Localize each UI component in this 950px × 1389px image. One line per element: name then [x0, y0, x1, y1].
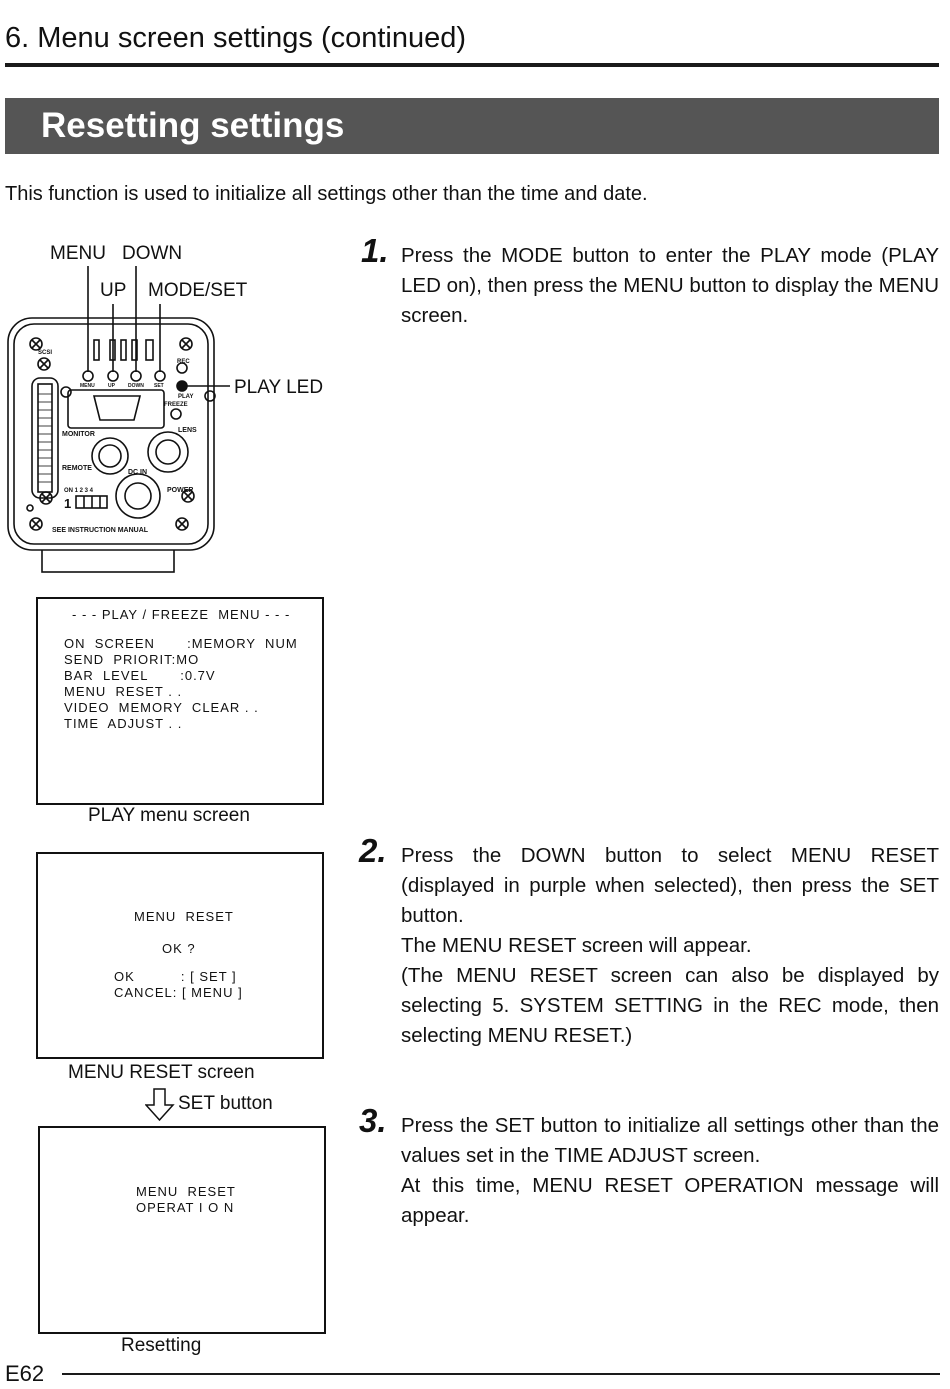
footer-rule [62, 1373, 940, 1375]
camera-rear-panel-diagram: SCSI REC PLAY FREEZE MENU UP DOWN SET MO… [7, 266, 230, 573]
reset-screen-prompt: OK ? [162, 941, 196, 956]
step-number: 1. [361, 232, 389, 269]
step-number: 2. [359, 832, 387, 869]
step-number: 3. [359, 1102, 387, 1139]
step-paragraph: Press the SET button to initialize all s… [401, 1114, 939, 1167]
play-menu-line: VIDEO MEMORY CLEAR . . [64, 700, 259, 715]
menu-reset-screen: MENU RESET OK ? OK : [ SET ] CANCEL: [ M… [36, 852, 324, 1059]
play-menu-title: - - - PLAY / FREEZE MENU - - - [72, 607, 291, 622]
dip-switch-number: 1 [64, 496, 71, 511]
power-label: POWER [167, 487, 193, 494]
dip-switch-label: ON 1 2 3 4 [64, 488, 94, 494]
play-menu-line: SEND PRIORIT:MO [64, 652, 200, 667]
up-button-text: UP [108, 383, 116, 389]
page-title: Resetting settings [41, 106, 345, 145]
step-paragraph: At this time, MENU RESET OPERATION messa… [401, 1174, 939, 1227]
resetting-line: MENU RESET [136, 1184, 236, 1199]
play-menu-screen: - - - PLAY / FREEZE MENU - - - ON SCREEN… [36, 597, 324, 805]
freeze-label: FREEZE [164, 402, 188, 408]
play-label: PLAY [178, 394, 193, 400]
resetting-screen: MENU RESET OPERAT I O N [38, 1126, 326, 1334]
rec-label: REC [177, 359, 190, 365]
step-3-text: Press the SET button to initialize all s… [401, 1111, 939, 1231]
dc-in-label: DC IN [128, 469, 147, 476]
menu-button-text: MENU [80, 383, 95, 389]
step-paragraph: (The MENU RESET screen can also be displ… [401, 964, 939, 1047]
page-number: E62 [5, 1361, 45, 1386]
set-button-label: SET button [178, 1093, 273, 1114]
resetting-line: OPERAT I O N [136, 1200, 235, 1215]
play-menu-line: MENU RESET . . [64, 684, 183, 699]
reset-screen-title: MENU RESET [134, 909, 234, 924]
lens-label: LENS [178, 427, 197, 434]
scsi-label: SCSI [38, 350, 52, 356]
up-label: UP [100, 280, 127, 301]
see-manual-label: SEE INSTRUCTION MANUAL [52, 527, 149, 534]
intro-text: This function is used to initialize all … [5, 183, 648, 205]
set-button-text: SET [154, 383, 164, 389]
step-2-text: Press the DOWN button to select MENU RES… [401, 841, 939, 1051]
resetting-caption: Resetting [121, 1335, 202, 1356]
down-button-text: DOWN [128, 383, 144, 389]
down-arrow-icon [145, 1088, 175, 1122]
menu-label: MENU [50, 243, 106, 264]
play-led-label: PLAY LED [234, 377, 324, 398]
title-banner: Resetting settings [5, 98, 939, 154]
play-menu-line: BAR LEVEL :0.7V [64, 668, 216, 683]
down-label: DOWN [122, 243, 183, 264]
reset-screen-cancel-line: CANCEL: [ MENU ] [114, 985, 243, 1000]
monitor-label: MONITOR [62, 431, 95, 438]
mode-set-label: MODE/SET [148, 280, 248, 301]
play-menu-caption: PLAY menu screen [88, 805, 250, 826]
reset-screen-ok-line: OK : [ SET ] [114, 969, 237, 984]
step-paragraph: Press the MODE button to enter the PLAY … [401, 244, 939, 327]
step-paragraph: Press the DOWN button to select MENU RES… [401, 844, 939, 927]
step-1-text: Press the MODE button to enter the PLAY … [401, 241, 939, 331]
section-title: 6. Menu screen settings (continued) [5, 22, 467, 54]
menu-reset-caption: MENU RESET screen [68, 1062, 255, 1083]
remote-label: REMOTE [62, 465, 92, 472]
header-rule [5, 63, 939, 67]
step-paragraph: The MENU RESET screen will appear. [401, 934, 752, 957]
play-menu-line: TIME ADJUST . . [64, 716, 183, 731]
play-menu-line: ON SCREEN :MEMORY NUM [64, 636, 298, 651]
